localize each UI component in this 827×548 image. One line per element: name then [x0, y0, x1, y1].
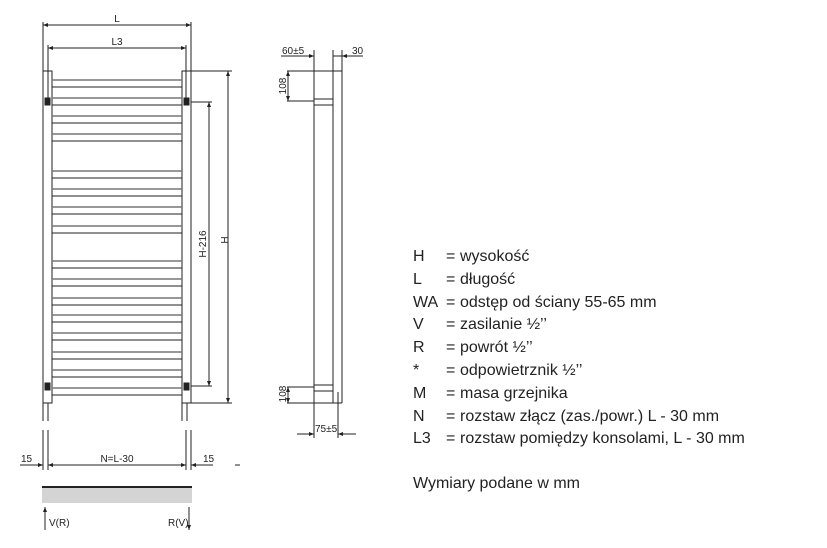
side-view — [281, 50, 363, 438]
legend-equals: = — [446, 316, 456, 334]
top-connector — [313, 98, 334, 106]
legend-row: H =wysokość — [413, 246, 745, 269]
bottom-connector — [313, 384, 334, 392]
legend-row: V =zasilanie ½’’ — [413, 314, 745, 337]
brackets — [44, 97, 190, 391]
legend-row: N =rozstaw złącz (zas./powr.) L - 30 mm — [413, 406, 745, 429]
label-RV: R(V) — [168, 518, 189, 529]
legend-equals: = — [446, 248, 456, 265]
legend-row: M =masa grzejnika — [413, 383, 745, 406]
legend-equals: = — [446, 430, 456, 448]
right-column — [181, 70, 192, 404]
legend-key: WA — [413, 293, 439, 311]
legend-key: H — [413, 248, 425, 265]
legend-key: L — [413, 270, 422, 288]
label-60: 60±5 — [282, 46, 305, 57]
towel-bars — [52, 79, 182, 396]
label-left-15: 15 — [21, 454, 33, 465]
label-top-108: 108 — [278, 77, 289, 94]
legend-equals: = — [446, 407, 456, 425]
legend-key: L3 — [413, 430, 431, 448]
label-L3: L3 — [111, 37, 123, 48]
legend-description: odstęp od ściany 55-65 mm — [460, 293, 657, 311]
legend-row: WA =odstęp od ściany 55-65 mm — [413, 292, 745, 315]
legend-description: zasilanie ½’’ — [460, 316, 547, 334]
label-N: N=L-30 — [100, 454, 134, 465]
legend-equals: = — [446, 361, 456, 379]
legend-description: wysokość — [460, 248, 530, 265]
legend-row: R =powrót ½’’ — [413, 337, 745, 360]
left-column — [42, 70, 53, 404]
legend-equals: = — [446, 339, 456, 357]
label-H: H — [220, 236, 231, 243]
legend-key: V — [413, 316, 424, 334]
legend-key: R — [413, 339, 425, 357]
legend-row: * =odpowietrznik ½’’ — [413, 360, 745, 383]
label-right-15: 15 — [203, 454, 215, 465]
legend-description: rozstaw pomiędzy konsolami, L - 30 mm — [460, 430, 745, 448]
label-bottom-108: 108 — [278, 385, 289, 402]
wall-floor-section — [42, 488, 192, 503]
label-75: 75±5 — [315, 424, 338, 435]
label-L: L — [114, 14, 120, 25]
legend-row: L =długość — [413, 269, 745, 292]
label-30: 30 — [352, 46, 364, 57]
label-VR: V(R) — [49, 518, 70, 529]
legend-description: długość — [460, 270, 516, 288]
legend-equals: = — [446, 270, 456, 288]
legend-key: * — [413, 361, 420, 379]
legend-key: M — [413, 384, 427, 402]
legend-key: N — [413, 407, 425, 425]
label-H216: H-216 — [198, 230, 209, 258]
front-view — [20, 22, 240, 530]
legend-description: rozstaw złącz (zas./powr.) L - 30 mm — [460, 407, 720, 425]
legend-description: odpowietrznik ½’’ — [460, 361, 583, 379]
legend-row: L3 =rozstaw pomiędzy konsolami, L - 30 mm — [413, 428, 745, 451]
legend-equals: = — [446, 384, 456, 402]
legend-description: powrót ½’’ — [460, 339, 533, 357]
legend-description: masa grzejnika — [460, 384, 568, 402]
units-note: Wymiary podane w mm — [413, 475, 581, 492]
legend-equals: = — [446, 293, 456, 311]
